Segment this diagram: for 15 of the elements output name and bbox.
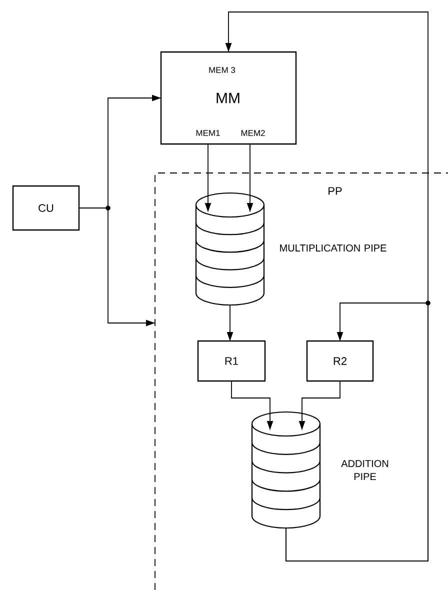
register-box: R2 <box>306 340 374 382</box>
arrow <box>298 381 340 430</box>
arrow <box>226 305 234 341</box>
pipe-cylinder <box>251 411 321 529</box>
arrow <box>231 381 274 430</box>
arrow <box>286 302 428 562</box>
arrow <box>246 144 254 212</box>
arrow <box>204 144 212 212</box>
arrow <box>79 208 155 326</box>
pipe-label: MULTIPLICATION PIPE <box>280 244 386 252</box>
register-box: R1 <box>197 340 266 382</box>
memory-box: MEM 3 MM MEM1 MEM2 <box>160 51 297 145</box>
pipe-label: ADDITION PIPE <box>341 460 388 480</box>
control-box: CU <box>12 185 80 231</box>
pipe-cylinder <box>195 192 265 306</box>
